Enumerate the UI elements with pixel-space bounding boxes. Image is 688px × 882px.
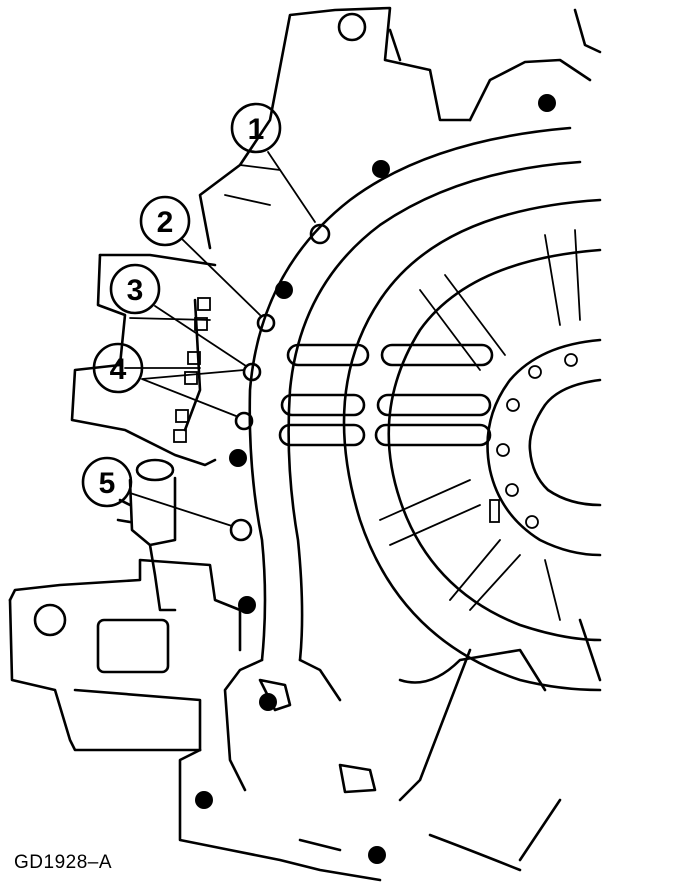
callout-4-label: 4 bbox=[110, 353, 127, 386]
hub-bolt-holes bbox=[489, 353, 578, 529]
bolt-dot bbox=[372, 160, 390, 178]
callout-5: 5 bbox=[81, 456, 133, 508]
callout-4: 4 bbox=[92, 342, 144, 394]
bolt-dot bbox=[275, 281, 293, 299]
hole-2-icon bbox=[256, 313, 276, 333]
target-holes bbox=[229, 223, 331, 542]
leader-lines bbox=[129, 151, 316, 527]
hole-5-icon bbox=[229, 518, 253, 542]
callout-2: 2 bbox=[139, 195, 191, 247]
slots bbox=[278, 343, 494, 447]
flywheel-spokes bbox=[379, 229, 581, 621]
callout-5-label: 5 bbox=[99, 467, 116, 500]
callout-3-label: 3 bbox=[127, 274, 144, 307]
upper-housing bbox=[198, 6, 602, 250]
lower-housing bbox=[8, 558, 602, 882]
bolt-dot bbox=[538, 94, 556, 112]
callout-1: 1 bbox=[230, 102, 282, 154]
bolt-dot bbox=[368, 846, 386, 864]
hole-4-icon bbox=[234, 411, 254, 431]
sensor-part bbox=[116, 458, 177, 612]
bolt-dot bbox=[229, 449, 247, 467]
callout-1-label: 1 bbox=[248, 113, 265, 146]
figure-code: GD1928–A bbox=[14, 852, 113, 873]
bolt-dot bbox=[259, 693, 277, 711]
flywheel-housing bbox=[342, 198, 602, 692]
solid-bolts bbox=[195, 94, 556, 864]
callout-2-label: 2 bbox=[157, 206, 174, 239]
bolt-dot bbox=[238, 596, 256, 614]
hole-3-icon bbox=[242, 362, 262, 382]
left-bracket bbox=[70, 253, 217, 467]
gasket-band bbox=[223, 126, 582, 792]
hole-1-icon bbox=[309, 223, 331, 245]
callout-3: 3 bbox=[109, 263, 161, 315]
bolt-dot bbox=[195, 791, 213, 809]
